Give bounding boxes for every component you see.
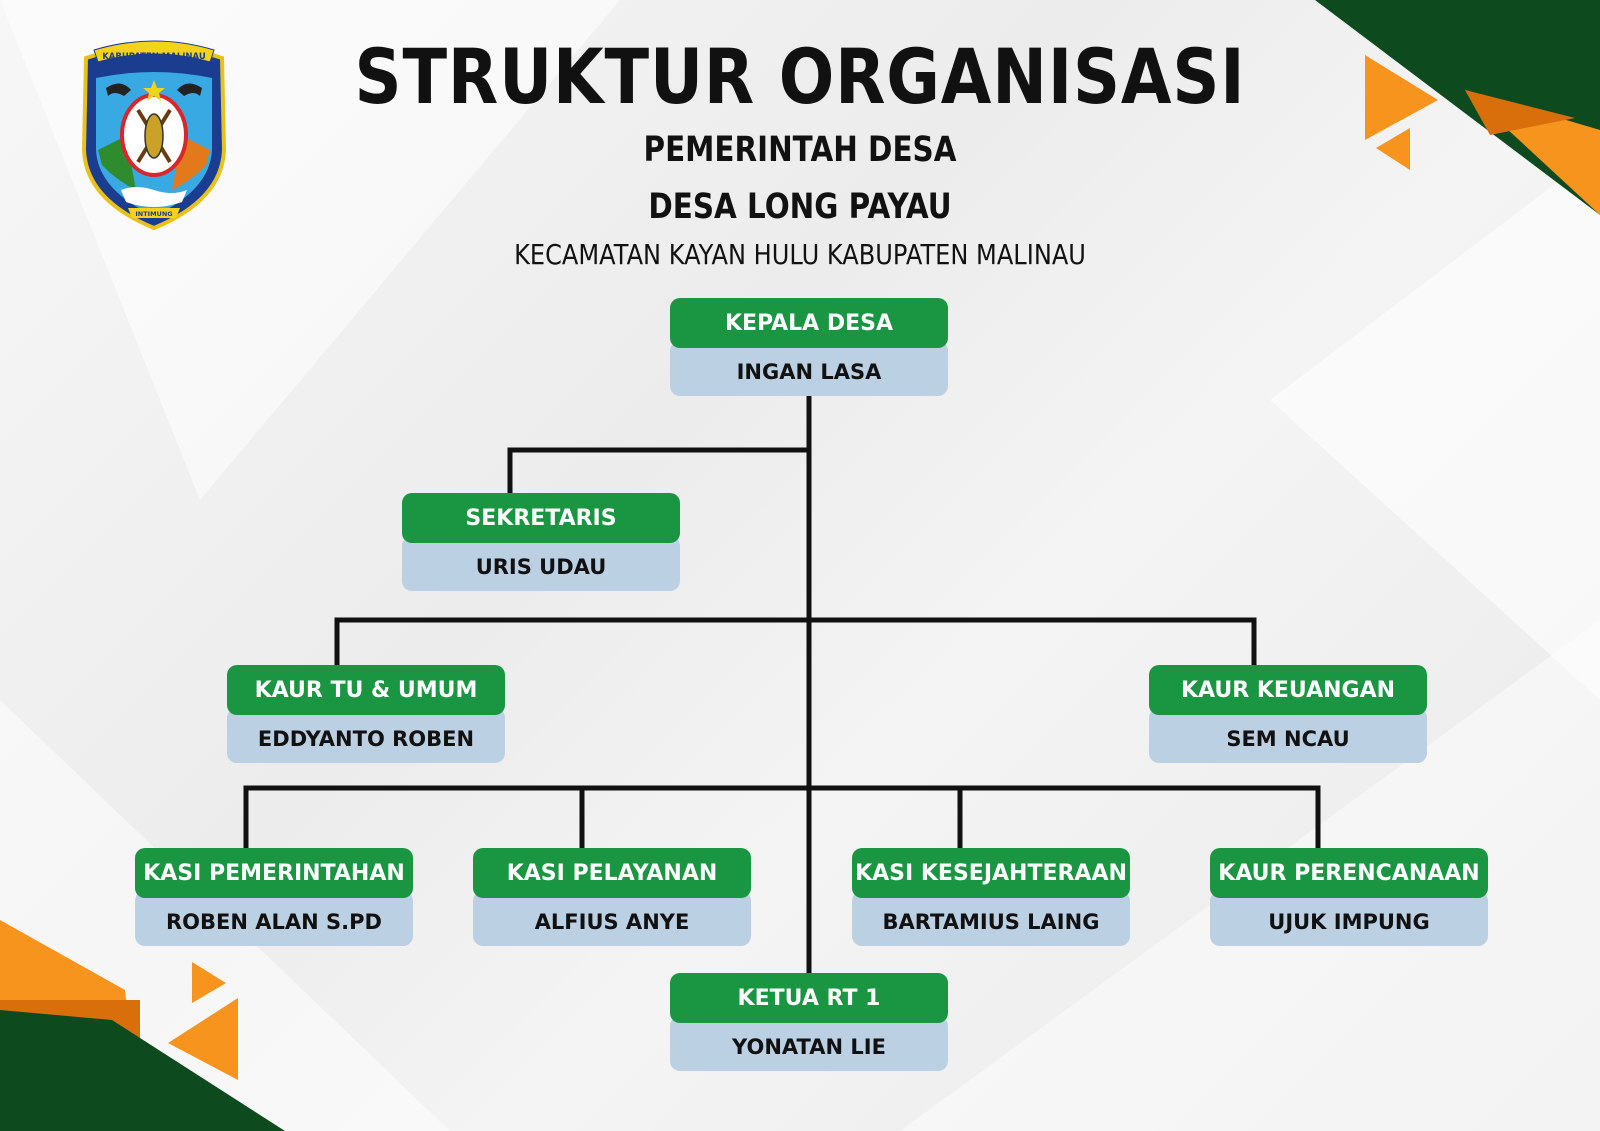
corner-orange-arrow xyxy=(1376,128,1410,170)
node-role-label: KASI PELAYANAN xyxy=(473,848,751,898)
corner-orange-arrow xyxy=(168,998,238,1080)
logo-hornbill-right xyxy=(177,83,202,96)
logo-water-waves xyxy=(121,187,187,207)
node-ketua-rt1: KETUA RT 1 YONATAN LIE xyxy=(670,973,948,1071)
page-subtitle-district: KECAMATAN KAYAN HULU KABUPATEN MALINAU xyxy=(514,238,1086,271)
node-role-label: SEKRETARIS xyxy=(402,493,680,543)
node-person-name: INGAN LASA xyxy=(670,341,948,396)
node-kasi-pelayanan: KASI PELAYANAN ALFIUS ANYE xyxy=(473,848,751,946)
logo-hornbill-left xyxy=(106,83,131,96)
logo-bottom-text: INTIMUNG xyxy=(135,210,172,218)
corner-orange-arrow xyxy=(192,962,226,1003)
connector-kaur-row xyxy=(334,617,1257,668)
node-role-label: KASI KESEJAHTERAAN xyxy=(852,848,1130,898)
node-person-name: EDDYANTO ROBEN xyxy=(227,708,505,763)
logo-shield-emblem xyxy=(144,113,164,159)
node-kepala-desa: KEPALA DESA INGAN LASA xyxy=(670,298,948,396)
connector-sekretaris xyxy=(507,447,812,498)
logo-top-ribbon xyxy=(93,40,215,63)
node-person-name: YONATAN LIE xyxy=(670,1016,948,1071)
node-sekretaris: SEKRETARIS URIS UDAU xyxy=(402,493,680,591)
node-kaur-keuangan: KAUR KEUANGAN SEM NCAU xyxy=(1149,665,1427,763)
kabupaten-malinau-logo: KABUPATEN MALINAU INTIMUNG xyxy=(81,40,227,230)
node-role-label: KAUR KEUANGAN xyxy=(1149,665,1427,715)
node-person-name: ALFIUS ANYE xyxy=(473,891,751,946)
page-subtitle-village: DESA LONG PAYAU xyxy=(648,187,952,227)
node-role-label: KAUR PERENCANAAN xyxy=(1210,848,1488,898)
corner-orange-triangle xyxy=(1465,90,1575,135)
node-role-label: KAUR TU & UMUM xyxy=(227,665,505,715)
node-role-label: KASI PEMERINTAHAN xyxy=(135,848,413,898)
page-title: STRUKTUR ORGANISASI xyxy=(354,32,1246,121)
bg-light-facet xyxy=(1270,150,1600,700)
node-person-name: URIS UDAU xyxy=(402,536,680,591)
logo-star xyxy=(143,80,165,101)
node-role-label: KETUA RT 1 xyxy=(670,973,948,1023)
corner-green-shape xyxy=(0,1010,285,1131)
node-person-name: SEM NCAU xyxy=(1149,708,1427,763)
logo-ribbon-text: KABUPATEN MALINAU xyxy=(102,52,206,62)
node-person-name: UJUK IMPUNG xyxy=(1210,891,1488,946)
node-kaur-tu-umum: KAUR TU & UMUM EDDYANTO ROBEN xyxy=(227,665,505,763)
node-kasi-kesejahteraan: KASI KESEJAHTERAAN BARTAMIUS LAING xyxy=(852,848,1130,946)
node-role-label: KEPALA DESA xyxy=(670,298,948,348)
page-subtitle-government: PEMERINTAH DESA xyxy=(643,130,957,170)
node-kaur-perencanaan: KAUR PERENCANAAN UJUK IMPUNG xyxy=(1210,848,1488,946)
node-kasi-pemerintahan: KASI PEMERINTAHAN ROBEN ALAN S.PD xyxy=(135,848,413,946)
corner-green-shape xyxy=(1315,0,1600,215)
node-person-name: BARTAMIUS LAING xyxy=(852,891,1130,946)
node-person-name: ROBEN ALAN S.PD xyxy=(135,891,413,946)
logo-bottom-ribbon xyxy=(128,208,180,218)
corner-orange-arrow xyxy=(1365,55,1438,140)
